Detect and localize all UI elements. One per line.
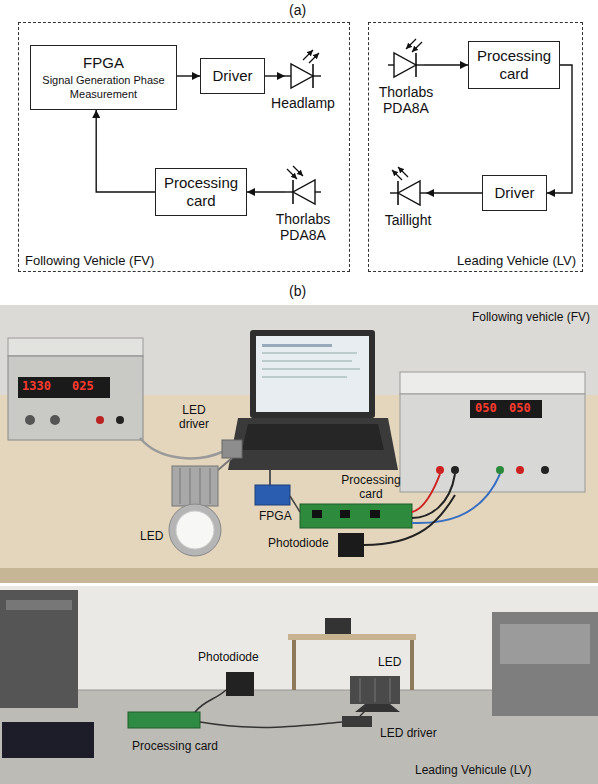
signal-connector — [265, 75, 285, 76]
photo-label: FPGA — [259, 510, 292, 524]
led-symbol: Headlamp — [285, 61, 321, 91]
photo-label: Leading Vehicule (LV) — [415, 764, 532, 778]
process-box: Processing card — [468, 41, 560, 89]
photo-label: Photodiode — [268, 537, 329, 551]
diode-triangle — [291, 64, 313, 88]
photo-lv — [0, 586, 598, 784]
box-title: Processing card — [161, 174, 241, 210]
diode-triangle — [398, 181, 420, 205]
light-arrow — [287, 169, 297, 179]
photo-label: Photodiode — [198, 651, 259, 665]
box-title: FPGA — [83, 54, 124, 72]
process-box: Driver — [200, 58, 265, 94]
box-title: Driver — [213, 67, 253, 85]
signal-connector — [247, 191, 285, 192]
symbol-label: Headlamp — [263, 95, 343, 111]
photodiode-symbol: Thorlabs PDA8A — [285, 177, 321, 207]
box-subtitle: Signal Generation Phase Measurement — [36, 74, 171, 100]
led-symbol: Taillight — [390, 178, 426, 208]
process-box: Processing card — [155, 168, 247, 216]
photo-label: LED driver — [380, 727, 437, 741]
display-reading: 050 — [475, 402, 497, 416]
box-title: Driver — [495, 184, 535, 202]
signal-connector — [424, 64, 468, 65]
diode-symbol — [388, 50, 424, 80]
light-arrow — [398, 167, 408, 177]
diode-symbol — [285, 61, 321, 91]
light-arrow — [406, 39, 416, 49]
diode-lead — [416, 64, 424, 65]
group-caption: Following Vehicle (FV) — [25, 253, 154, 268]
diode-lead — [420, 192, 426, 193]
diode-lead — [285, 75, 291, 76]
panel-label: (b) — [289, 283, 306, 299]
box-title: Processing card — [474, 47, 554, 83]
light-arrow — [293, 166, 303, 176]
photo-label: LED driver — [172, 404, 216, 432]
diode-symbol — [390, 178, 426, 208]
diode-lead — [313, 75, 321, 76]
process-box: FPGA Signal Generation Phase Measurement — [30, 45, 177, 110]
signal-connector — [426, 192, 482, 193]
vehicle-group: Leading Vehicle (LV) Thorlabs PDA8A Proces… — [368, 22, 583, 272]
display-reading: 050 — [509, 402, 531, 416]
group-caption: Leading Vehicle (LV) — [457, 253, 576, 268]
diode-lead — [285, 191, 293, 192]
display-reading: 025 — [72, 380, 94, 394]
diode-symbol — [285, 177, 321, 207]
diode-triangle — [394, 53, 416, 77]
photo-fv — [0, 305, 598, 583]
light-arrow — [412, 42, 422, 52]
symbol-label: Taillight — [368, 212, 448, 228]
photo-label: Following vehicle (FV) — [472, 311, 590, 325]
diode-lead — [388, 64, 394, 65]
photo-label: Processing card — [338, 474, 404, 502]
photo-label: LED — [140, 530, 163, 544]
signal-connector — [177, 75, 200, 76]
photodiode-symbol: Thorlabs PDA8A — [388, 50, 424, 80]
diode-triangle — [293, 180, 315, 204]
symbol-label: Thorlabs PDA8A — [267, 211, 339, 243]
photo-label: Processing card — [132, 740, 218, 754]
diode-lead — [390, 192, 398, 193]
light-arrow — [392, 170, 402, 180]
signal-connector — [96, 110, 155, 192]
panel-label: (a) — [289, 2, 306, 18]
display-reading: 1330 — [22, 380, 51, 394]
process-box: Driver — [482, 175, 547, 211]
symbol-label: Thorlabs PDA8A — [370, 84, 442, 116]
light-arrow — [303, 50, 313, 60]
vehicle-group: Following Vehicle (FV) FPGA Signal Generat… — [18, 22, 350, 272]
photo-label: LED — [378, 656, 401, 670]
light-arrow — [309, 53, 319, 63]
diode-lead — [315, 191, 321, 192]
